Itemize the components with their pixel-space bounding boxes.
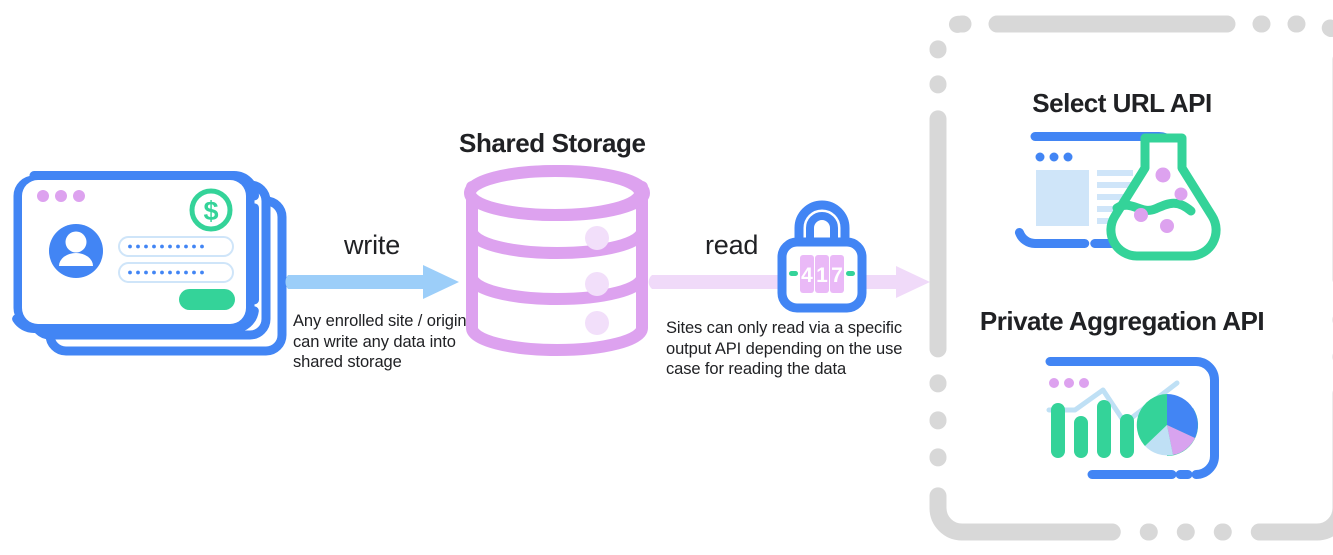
browser-flask-icon	[1014, 132, 1230, 261]
bar	[1051, 403, 1065, 458]
analytics-dashboard-icon	[1027, 357, 1219, 479]
window-dot	[1064, 378, 1074, 388]
purple-dot	[55, 190, 67, 202]
window-dot	[1079, 378, 1089, 388]
window-dot	[1049, 378, 1059, 388]
flask-icon	[1106, 133, 1221, 261]
read-label: read	[705, 230, 759, 260]
pie-slice-lightblue	[1145, 425, 1173, 456]
combination-padlock-icon: 4 1 7	[776, 200, 868, 313]
content-block	[1036, 170, 1089, 226]
flask-bubble	[1160, 219, 1174, 233]
api-title-private-aggregation: Private Aggregation API	[979, 306, 1265, 336]
output-apis-panel	[922, 8, 1333, 548]
read-caption: Sites can only read via a specific outpu…	[666, 319, 903, 378]
tier-dot	[585, 226, 609, 250]
window-dot	[1049, 152, 1059, 162]
window-dots	[37, 190, 85, 202]
bar	[1120, 414, 1134, 458]
browser-window-stack: $	[9, 163, 297, 363]
submit-button[interactable]	[179, 289, 235, 310]
combination-dial: 4 1 7	[789, 255, 855, 293]
write-caption: Any enrolled site / origin can write any…	[293, 312, 467, 371]
dial-digit-3: 7	[831, 264, 843, 287]
pie-series	[1136, 394, 1199, 457]
password-field[interactable]	[118, 262, 234, 283]
dollar-badge-icon: $	[189, 188, 233, 232]
pie-slice-green-main	[1136, 394, 1167, 446]
tier-dot	[585, 311, 609, 335]
database-cylinder-icon	[464, 165, 650, 356]
password-field[interactable]	[118, 236, 234, 257]
dial-tick-right	[846, 271, 855, 276]
bar	[1097, 400, 1111, 458]
bar	[1074, 416, 1088, 458]
flask-bubble	[1155, 167, 1171, 183]
avatar-icon	[49, 224, 103, 278]
window-dot	[1035, 152, 1045, 162]
pie-slice-blue	[1167, 394, 1198, 438]
dial-tick-left	[789, 271, 798, 276]
bar-series	[1051, 400, 1134, 458]
pie-slice-purple	[1167, 425, 1195, 455]
dial-digit-1: 4	[801, 264, 813, 287]
shared-storage-title: Shared Storage	[459, 128, 646, 158]
write-label: write	[344, 230, 401, 260]
purple-dot	[37, 190, 49, 202]
tier-dot	[585, 272, 609, 296]
window-dot	[1063, 152, 1073, 162]
write-arrow	[285, 264, 460, 300]
flask-bubble	[1174, 187, 1188, 201]
purple-dot	[73, 190, 85, 202]
svg-text:$: $	[203, 196, 218, 226]
dial-digit-2: 1	[816, 264, 828, 287]
api-title-select-url: Select URL API	[1032, 88, 1212, 118]
flask-bubble	[1134, 208, 1148, 222]
